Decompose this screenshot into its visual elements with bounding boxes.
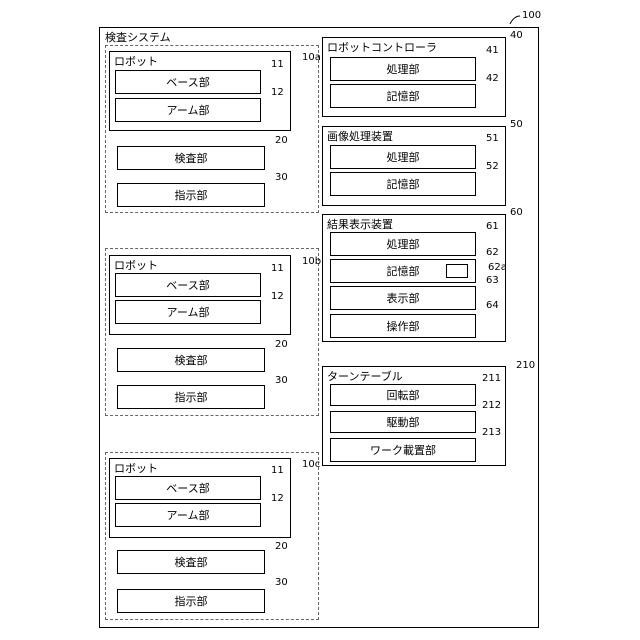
inspection-system-title: 検査システム <box>105 32 171 44</box>
drive-ref: 212 <box>482 401 501 411</box>
workpiece-placement-ref: 213 <box>482 428 501 438</box>
inspection-ref-c: 20 <box>275 542 288 552</box>
instruction-unit-a: 指示部 <box>117 183 265 207</box>
image-storage-ref: 52 <box>486 162 499 172</box>
storage-data-block <box>446 264 468 278</box>
base-ref-c: 11 <box>271 466 284 476</box>
base-unit-a: ベース部 <box>115 70 261 94</box>
controller-processing-ref: 41 <box>486 46 499 56</box>
instruction-unit-c: 指示部 <box>117 589 265 613</box>
instruction-unit-b: 指示部 <box>117 385 265 409</box>
storage-data-ref: 62a <box>488 263 507 273</box>
robot-title-c: ロボット <box>114 463 158 475</box>
workpiece-placement-unit: ワーク載置部 <box>330 438 476 462</box>
rotation-ref: 211 <box>482 374 501 384</box>
arm-unit-a: アーム部 <box>115 98 261 122</box>
turntable-title: ターンテーブル <box>327 371 403 383</box>
inspection-unit-c: 検査部 <box>117 550 265 574</box>
inspection-unit-a: 検査部 <box>117 146 265 170</box>
robot-controller-title: ロボットコントローラ <box>327 42 437 54</box>
drive-unit: 駆動部 <box>330 411 476 433</box>
result-display-title: 結果表示装置 <box>327 219 393 231</box>
instruction-ref-a: 30 <box>275 173 288 183</box>
base-unit-c: ベース部 <box>115 476 261 500</box>
group-c-ref: 10c <box>302 460 320 470</box>
arm-unit-c: アーム部 <box>115 503 261 527</box>
arm-ref-b: 12 <box>271 292 284 302</box>
instruction-ref-b: 30 <box>275 376 288 386</box>
base-ref-a: 11 <box>271 60 284 70</box>
image-processing-unit: 処理部 <box>330 145 476 169</box>
turntable-ref: 210 <box>516 361 535 371</box>
image-processor-title: 画像処理装置 <box>327 131 393 143</box>
leader-100 <box>510 16 520 24</box>
result-display-unit: 表示部 <box>330 286 476 310</box>
instruction-ref-c: 30 <box>275 578 288 588</box>
result-operation-ref: 64 <box>486 301 499 311</box>
arm-ref-a: 12 <box>271 88 284 98</box>
group-b-ref: 10b <box>302 257 321 267</box>
image-processing-ref: 51 <box>486 134 499 144</box>
inspection-ref-a: 20 <box>275 136 288 146</box>
result-display-unit-ref: 63 <box>486 276 499 286</box>
result-operation-unit: 操作部 <box>330 314 476 338</box>
image-processor-ref: 50 <box>510 120 523 130</box>
rotation-unit: 回転部 <box>330 384 476 406</box>
result-processing-unit: 処理部 <box>330 232 476 256</box>
controller-storage-ref: 42 <box>486 74 499 84</box>
controller-storage-unit: 記憶部 <box>330 84 476 108</box>
robot-title-a: ロボット <box>114 56 158 68</box>
system-ref: 100 <box>522 11 541 21</box>
inspection-ref-b: 20 <box>275 340 288 350</box>
base-unit-b: ベース部 <box>115 273 261 297</box>
arm-ref-c: 12 <box>271 494 284 504</box>
robot-controller-ref: 40 <box>510 31 523 41</box>
group-a-ref: 10a <box>302 53 321 63</box>
base-ref-b: 11 <box>271 264 284 274</box>
arm-unit-b: アーム部 <box>115 300 261 324</box>
result-processing-ref: 61 <box>486 222 499 232</box>
result-display-ref: 60 <box>510 208 523 218</box>
image-storage-unit: 記憶部 <box>330 172 476 196</box>
robot-title-b: ロボット <box>114 260 158 272</box>
inspection-unit-b: 検査部 <box>117 348 265 372</box>
controller-processing-unit: 処理部 <box>330 57 476 81</box>
result-storage-ref: 62 <box>486 248 499 258</box>
